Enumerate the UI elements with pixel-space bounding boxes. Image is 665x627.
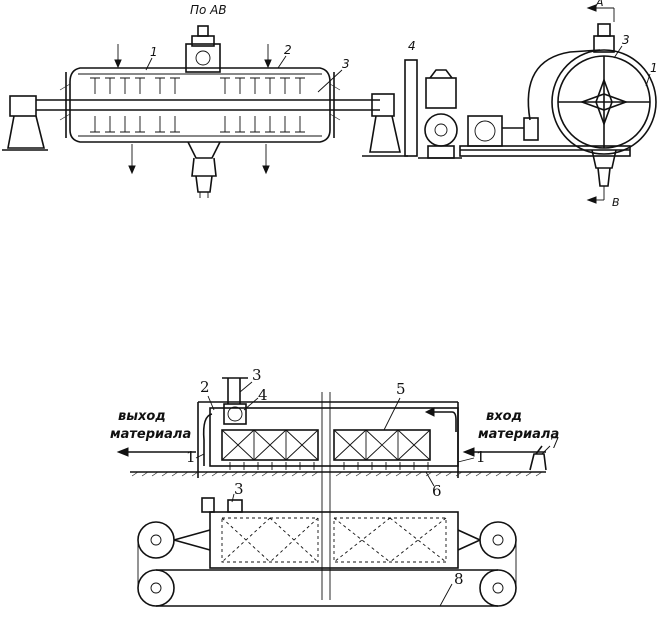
drum-paddles	[90, 77, 305, 133]
callout-n2: 2	[200, 378, 210, 396]
callout-n4: 4	[258, 386, 268, 404]
callout-3: 3	[342, 57, 350, 71]
section-arrow-b: B	[586, 186, 620, 209]
vapor-outlet-dome	[185, 25, 221, 73]
entry-label-line2: материала	[478, 427, 559, 442]
air-jet-arrows	[229, 462, 429, 470]
exit-label-line1: выход	[118, 409, 166, 424]
fan-and-stack	[222, 377, 248, 425]
bottom-figure-belt-dryer: выход материала вход материала	[110, 366, 560, 607]
section-arrow-a: A	[586, 0, 615, 22]
callout-n1-right: 1	[476, 448, 486, 466]
callout-n7: 7	[550, 434, 560, 452]
left-bearing-pedestal	[2, 95, 48, 151]
belt-conveyor-plan-view	[137, 497, 517, 607]
right-bearing-pedestal	[362, 93, 408, 157]
arrow-a-label: A	[595, 0, 604, 9]
end-callout-1: 1	[650, 61, 658, 75]
callout-4: 4	[408, 39, 416, 53]
callout-1: 1	[150, 45, 158, 59]
callout-n6: 6	[432, 482, 442, 500]
condensate-drain-arrows	[128, 144, 270, 175]
callout-n8: 8	[454, 570, 464, 588]
callout-2: 2	[284, 43, 292, 57]
steam-inlet-arrows	[114, 44, 272, 69]
callout-n3-top: 3	[252, 366, 262, 384]
arrow-b-label: B	[612, 196, 620, 209]
heater-sections-upper	[221, 429, 431, 461]
drum-end-view	[527, 23, 657, 187]
material-outlet	[187, 141, 221, 198]
exit-label-line2: материала	[110, 427, 191, 442]
gear-drive: 4	[404, 39, 462, 159]
dryer-housing	[130, 392, 546, 600]
top-figure-dryer-side-view: По AB	[2, 0, 658, 209]
callout-n1-left: 1	[186, 448, 196, 466]
callout-n5: 5	[396, 380, 406, 398]
end-callout-3: 3	[622, 33, 630, 47]
entry-label-line1: вход	[486, 409, 522, 424]
motor-unit	[459, 115, 631, 157]
section-label: По AB	[190, 3, 227, 17]
drum-body	[59, 67, 341, 143]
feeder	[529, 445, 547, 471]
callout-n3-lower: 3	[234, 480, 244, 498]
